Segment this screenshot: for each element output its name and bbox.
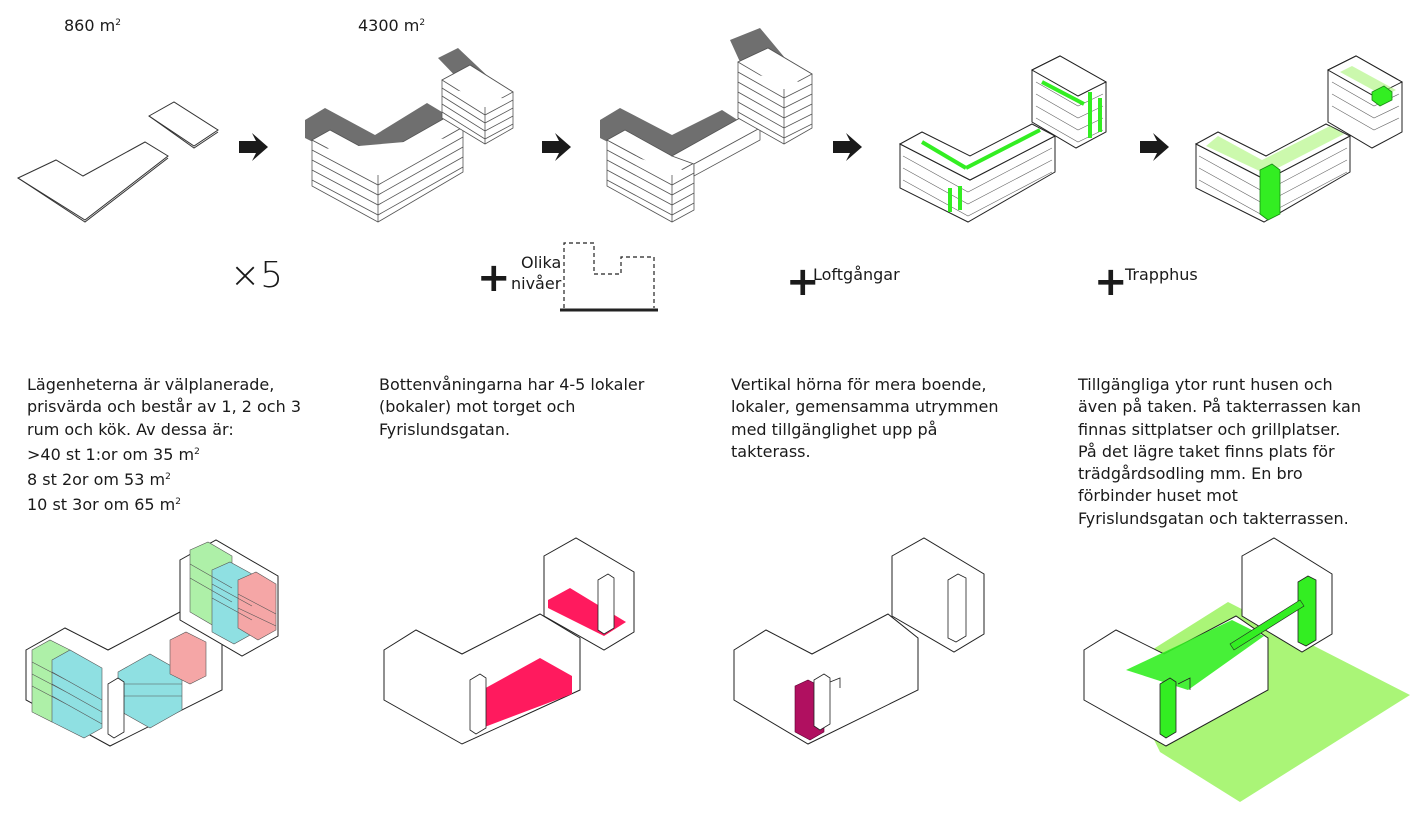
desc-line: Tillgängliga ytor runt husen och bbox=[1078, 375, 1333, 394]
description-apartments: Lägenheterna är välplanerade, prisvärda … bbox=[27, 374, 301, 517]
building-area-sup: 2 bbox=[419, 18, 426, 28]
apartment-mix-diagram bbox=[25, 539, 279, 747]
desc-line: finnas sittplatser och grillplatser. bbox=[1078, 419, 1341, 439]
plus-icon: + bbox=[786, 259, 820, 305]
desc-line: På det lägre taket finns plats för bbox=[1078, 441, 1335, 461]
description-commercial: Bottenvåningarna har 4-5 lokaler (bokale… bbox=[379, 374, 644, 441]
arrow-right-icon bbox=[1140, 133, 1169, 161]
desc-line: förbinder huset mot bbox=[1078, 486, 1238, 506]
vertical-corner-diagram bbox=[733, 537, 985, 745]
building-area-value: 4300 m bbox=[358, 16, 420, 35]
levels-label: Olika nivåer bbox=[511, 252, 561, 294]
building-massing-step2 bbox=[305, 48, 514, 223]
plus-icon: + bbox=[477, 255, 511, 301]
desc-line: Bottenvåningarna har 4-5 lokaler bbox=[379, 375, 645, 394]
desc-line: Fyrislundsgatan och takterrassen. bbox=[1078, 508, 1349, 528]
site-area-sup: 2 bbox=[115, 18, 121, 28]
desc-line: Vertikal hörna för mera boende, bbox=[731, 375, 987, 394]
building-massing-step3 bbox=[600, 28, 813, 223]
desc-line: lokaler, gemensamma utrymmen bbox=[731, 397, 999, 417]
desc-line: Fyrislundsgatan. bbox=[379, 419, 511, 439]
arrow-right-icon bbox=[542, 133, 571, 161]
desc-line: >40 st 1:or om 35 m2 bbox=[27, 444, 200, 464]
building-stairwell-step5 bbox=[1194, 55, 1404, 223]
building-galleries-step4 bbox=[898, 55, 1108, 223]
desc-line: prisvärda och består av 1, 2 och 3 bbox=[27, 397, 301, 417]
desc-line: Lägenheterna är välplanerade, bbox=[27, 375, 275, 394]
site-area-label: 860 m2 bbox=[64, 16, 121, 35]
site-area-value: 860 m bbox=[64, 16, 116, 35]
commercial-ground-floor-diagram bbox=[383, 537, 635, 745]
levels-label-line1: Olika bbox=[521, 253, 562, 272]
building-area-label: 4300 m2 bbox=[358, 16, 425, 35]
desc-line: trädgårdsodling mm. En bro bbox=[1078, 464, 1303, 484]
desc-line: 8 st 2or om 53 m2 bbox=[27, 470, 171, 490]
multiplier-label: ×5 bbox=[230, 255, 284, 296]
levels-label-line2: nivåer bbox=[511, 274, 562, 293]
desc-line: takterass. bbox=[731, 441, 811, 461]
levels-section-icon bbox=[560, 242, 658, 312]
desc-line: även på taken. På takterrassen kan bbox=[1078, 397, 1361, 417]
site-plan-outline bbox=[16, 101, 219, 223]
stair-label: Trapphus bbox=[1125, 265, 1198, 284]
gallery-label: Loftgångar bbox=[813, 265, 900, 284]
description-corner: Vertikal hörna för mera boende, lokaler,… bbox=[731, 374, 998, 463]
arrow-right-icon bbox=[239, 133, 268, 161]
arrow-right-icon bbox=[833, 133, 862, 161]
desc-line: med tillgänglighet upp på bbox=[731, 419, 938, 439]
desc-line: 10 st 3or om 65 m2 bbox=[27, 495, 181, 515]
plus-icon: + bbox=[1094, 259, 1128, 305]
description-terraces: Tillgängliga ytor runt husen och även på… bbox=[1078, 374, 1361, 530]
desc-line: (bokaler) mot torget och bbox=[379, 397, 576, 417]
roof-terrace-diagram bbox=[1083, 537, 1410, 802]
desc-line: rum och kök. Av dessa är: bbox=[27, 419, 234, 439]
